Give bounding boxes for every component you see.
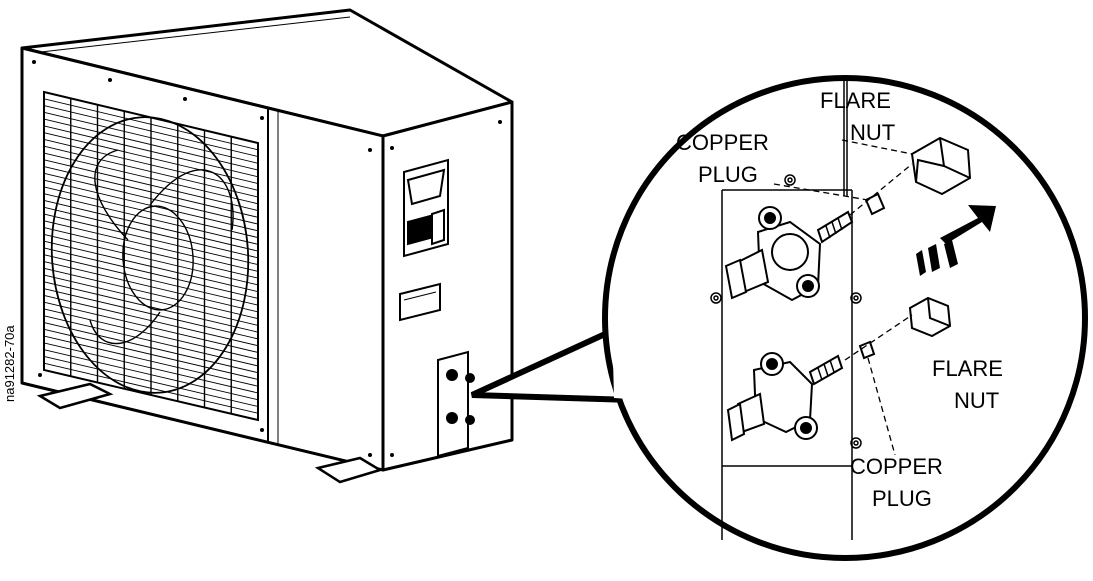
label-flare-nut-top-1: FLARE [820,88,891,113]
grille-wire [43,111,259,164]
fan-grille [43,90,259,422]
grille-wire [43,335,259,387]
callout-labels: FLARE NUT COPPER PLUG FLARE NUT COPPER P… [676,88,1003,511]
label-copper-plug-top-1: COPPER [676,130,769,155]
label-copper-plug-top-2: PLUG [698,162,758,187]
grille-wire [43,206,259,259]
flare-nut-bottom [908,296,952,338]
lower-service-valve [726,352,844,442]
magnifier-circle [602,75,1088,561]
removal-direction-arrow [916,205,996,276]
alignment-lines [773,139,913,456]
grille-wire [43,159,259,211]
service-valve-panel [437,350,469,458]
grille-wire [43,200,259,252]
valve-mounting-plate [710,174,862,540]
label-flare-nut-top-2: NUT [850,120,895,145]
grille-wire [43,98,259,151]
figure-reference: na91282-70a [2,325,17,402]
grille-wire [43,308,259,360]
grille-wire [43,322,259,374]
grille-wire [43,267,259,320]
unit-feet [36,382,384,484]
grille-wire [43,179,259,232]
grille-wire [43,261,259,313]
grille-wire [43,254,259,306]
callout-pointer [470,315,642,403]
side-panel-details [399,158,475,458]
fittings [858,136,972,360]
copper-plug-bottom [858,340,876,360]
grille-wire [43,152,259,205]
label-copper-plug-bottom-1: COPPER [850,454,943,479]
grille-wire [43,118,259,171]
grille-wire [43,342,259,394]
grille-wire [43,213,259,266]
grille-wire [43,105,259,157]
detail-callout [470,75,1088,561]
grille-wire [43,315,259,367]
flare-nut-top [910,136,972,196]
grille-wire [43,356,259,407]
grille-wire [43,166,259,218]
label-flare-nut-bottom-2: NUT [954,388,999,413]
grille-wire [43,294,259,347]
grille-wire [43,362,259,414]
grille-wire [43,227,259,279]
grille-wire [43,328,259,380]
grille-wire [43,274,259,326]
grille-wire [43,233,259,286]
grille-wire [43,288,259,340]
grille-wire [43,281,259,333]
grille-wire [43,139,259,191]
grille-wire [43,240,259,293]
grille-wire [43,132,259,184]
grille-wire [43,172,259,225]
grille-wire [43,220,259,272]
grille-wire [43,301,259,353]
label-flare-nut-bottom-1: FLARE [932,356,1003,381]
grille-wire [43,349,259,401]
grille-wire [43,186,259,239]
grille-wire [43,193,259,245]
grille-wire [43,247,259,299]
label-copper-plug-bottom-2: PLUG [872,486,932,511]
upper-service-valve [724,206,854,302]
